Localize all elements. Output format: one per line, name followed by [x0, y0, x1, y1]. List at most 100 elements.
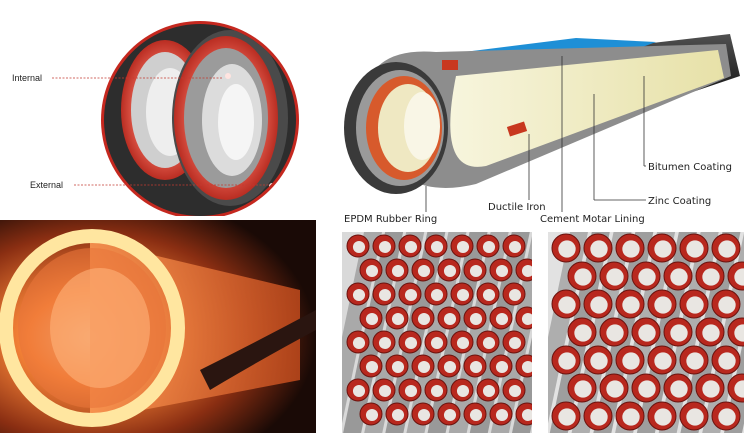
- pipe-end: [567, 261, 597, 291]
- pipe-end: [647, 233, 677, 263]
- pipe-end: [515, 402, 532, 426]
- pipe-end: [476, 330, 500, 354]
- pipe-end: [551, 401, 581, 431]
- pipe-end: [727, 317, 744, 347]
- pipe-end: [489, 354, 513, 378]
- pipe-layers-photo: Internal External: [0, 0, 316, 216]
- pipe-end: [711, 345, 741, 375]
- pipe-end: [346, 234, 370, 258]
- pipe-end: [515, 354, 532, 378]
- pipe-end: [695, 317, 725, 347]
- pipe-end: [583, 289, 613, 319]
- pipe-end: [502, 282, 526, 306]
- pipe-end: [615, 233, 645, 263]
- label-internal: Internal: [12, 73, 42, 83]
- pipe-end: [450, 234, 474, 258]
- pipe-end: [711, 289, 741, 319]
- pipe-end: [679, 401, 709, 431]
- pipe-end: [359, 258, 383, 282]
- pipe-end: [385, 258, 409, 282]
- pipe-end: [411, 258, 435, 282]
- pipe-end: [372, 282, 396, 306]
- pipe-end: [359, 306, 383, 330]
- pipe-end: [599, 373, 629, 403]
- pipe-end: [346, 378, 370, 402]
- stacked-pipes-photo-1: [342, 232, 532, 433]
- pipe-cutaway-diagram: Bitumen Coating Zinc Coating Cement Mota…: [326, 16, 744, 230]
- pipe-end: [567, 373, 597, 403]
- pipe-end: [463, 402, 487, 426]
- pipe-end: [647, 289, 677, 319]
- pipe-end: [727, 373, 744, 403]
- pipe-end: [437, 402, 461, 426]
- pipe-end: [385, 354, 409, 378]
- pipe-end: [567, 317, 597, 347]
- pipe-end: [515, 306, 532, 330]
- pipe-end: [411, 402, 435, 426]
- pipe-end: [385, 306, 409, 330]
- pipe-end: [489, 306, 513, 330]
- pipe-end: [663, 373, 693, 403]
- pipe-end: [450, 378, 474, 402]
- pipe-end: [398, 330, 422, 354]
- pipe-end: [727, 261, 744, 291]
- glowing-pipe-photo: [0, 220, 316, 433]
- pipe-end: [502, 234, 526, 258]
- stacked-pipes-photo-2: [548, 232, 744, 433]
- pipe-end: [424, 234, 448, 258]
- pipe-end: [476, 378, 500, 402]
- pipe-end: [631, 373, 661, 403]
- pipe-end: [583, 233, 613, 263]
- pipe-end: [647, 401, 677, 431]
- pipe-end: [437, 306, 461, 330]
- pipe-end: [615, 401, 645, 431]
- label-external: External: [30, 180, 63, 190]
- pipe-end: [515, 258, 532, 282]
- pipe-end: [489, 258, 513, 282]
- pipe-end: [711, 233, 741, 263]
- pipe-end: [615, 345, 645, 375]
- pipe-end: [450, 282, 474, 306]
- pipe-end: [615, 289, 645, 319]
- pipe-end: [385, 402, 409, 426]
- pipe-end: [502, 330, 526, 354]
- pipe-end: [631, 317, 661, 347]
- pipe-end: [599, 261, 629, 291]
- pipe-end: [663, 317, 693, 347]
- pipe-end: [424, 330, 448, 354]
- pipe-end: [551, 289, 581, 319]
- pipe-end: [463, 354, 487, 378]
- label-bitumen: Bitumen Coating: [648, 162, 732, 173]
- pipe-end: [679, 345, 709, 375]
- pipe-end: [695, 261, 725, 291]
- pipe-end: [450, 330, 474, 354]
- pipe-end: [437, 354, 461, 378]
- pipe-end: [647, 345, 677, 375]
- pipe-end: [476, 234, 500, 258]
- pipe-end: [359, 354, 383, 378]
- pipe-end: [711, 401, 741, 431]
- pipe-end: [583, 401, 613, 431]
- pipe-end: [437, 258, 461, 282]
- pipe-end: [398, 378, 422, 402]
- pipe-end: [695, 373, 725, 403]
- pipe-end: [463, 258, 487, 282]
- pipe-end: [372, 234, 396, 258]
- pipe-end: [372, 378, 396, 402]
- pipe-end: [398, 234, 422, 258]
- pipe-end: [551, 233, 581, 263]
- pipe-end: [489, 402, 513, 426]
- pipe-end: [359, 402, 383, 426]
- label-iron: Ductile Iron: [488, 202, 546, 213]
- pipe-end: [372, 330, 396, 354]
- pipe-end: [424, 282, 448, 306]
- label-epdm: EPDM Rubber Ring: [344, 214, 437, 225]
- pipe-end: [502, 378, 526, 402]
- pipe-end: [346, 282, 370, 306]
- pipe-end: [583, 345, 613, 375]
- pipe-end: [551, 345, 581, 375]
- pipe-end: [346, 330, 370, 354]
- pipe-end: [411, 306, 435, 330]
- pipe-end: [679, 289, 709, 319]
- pipe-end: [398, 282, 422, 306]
